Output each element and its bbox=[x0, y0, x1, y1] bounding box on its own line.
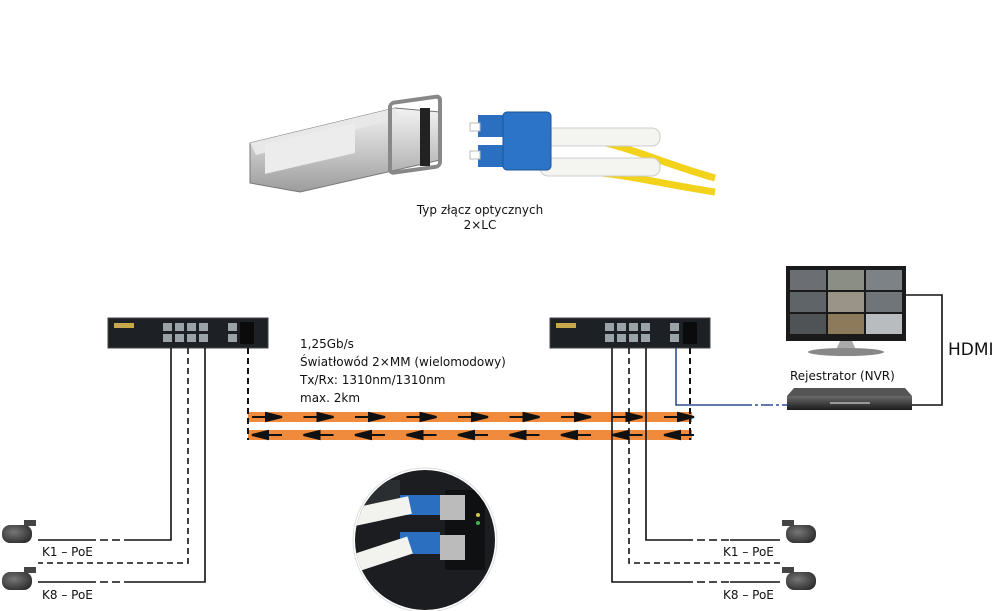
link-distance: max. 2km bbox=[300, 391, 361, 405]
right-poe-switch bbox=[549, 317, 711, 349]
arrow-right-icon bbox=[612, 411, 643, 423]
left-camera-k1-label: K1 – PoE bbox=[42, 545, 93, 559]
right-camera-k1-label: K1 – PoE bbox=[723, 545, 774, 559]
camera-feed-tile bbox=[866, 270, 902, 290]
rx-arrows bbox=[251, 429, 694, 441]
sfp-port-closeup-image bbox=[352, 467, 498, 611]
camera-feed-tile bbox=[866, 292, 902, 312]
link-wavelength: Tx/Rx: 1310nm/1310nm bbox=[300, 373, 446, 387]
link-specs: 1,25Gb/s Światłowód 2×MM (wielomodowy) T… bbox=[300, 335, 506, 407]
arrow-left-icon bbox=[354, 429, 385, 441]
arrow-left-icon bbox=[612, 429, 643, 441]
arrow-right-icon bbox=[561, 411, 592, 423]
arrow-left-icon bbox=[509, 429, 540, 441]
connector-caption-line1: Typ złącz optycznych bbox=[416, 203, 544, 217]
arrow-right-icon bbox=[303, 411, 334, 423]
nvr-image bbox=[787, 388, 912, 410]
camera-feed-tile bbox=[790, 314, 826, 334]
camera-feed-tile bbox=[828, 270, 864, 290]
arrow-right-icon bbox=[458, 411, 489, 423]
arrow-left-icon bbox=[560, 429, 591, 441]
arrow-left-icon bbox=[303, 429, 334, 441]
arrow-right-icon bbox=[406, 411, 437, 423]
arrow-right-icon bbox=[664, 411, 695, 423]
link-speed: 1,25Gb/s bbox=[300, 337, 354, 351]
arrow-right-icon bbox=[252, 411, 283, 423]
cable-dashed-right bbox=[628, 348, 780, 564]
fiber-link bbox=[247, 348, 695, 441]
nvr-label: Rejestrator (NVR) bbox=[790, 369, 895, 383]
uplink-to-nvr bbox=[675, 348, 790, 406]
link-fiber-type: Światłowód 2×MM (wielomodowy) bbox=[300, 355, 506, 369]
camera-feed-tile bbox=[790, 292, 826, 312]
connector-caption-line2: 2×LC bbox=[463, 218, 497, 232]
arrow-left-icon bbox=[406, 429, 437, 441]
arrow-left-icon bbox=[251, 429, 282, 441]
monitor-image bbox=[786, 266, 906, 356]
camera-icon bbox=[2, 520, 36, 543]
arrow-right-icon bbox=[355, 411, 386, 423]
tx-arrows bbox=[252, 411, 695, 423]
hdmi-label: HDMI bbox=[948, 340, 994, 360]
arrow-right-icon bbox=[509, 411, 540, 423]
left-camera-cables bbox=[38, 348, 206, 583]
arrow-left-icon bbox=[663, 429, 694, 441]
connector-caption: Typ złącz optycznych 2×LC bbox=[380, 203, 580, 233]
camera-feed-tile bbox=[790, 270, 826, 290]
camera-icon bbox=[782, 520, 816, 543]
cable-dashed-left bbox=[38, 348, 189, 564]
left-poe-switch bbox=[107, 317, 269, 349]
camera-feed-tile bbox=[828, 292, 864, 312]
right-camera-k8-label: K8 – PoE bbox=[723, 588, 774, 602]
camera-feed-tile bbox=[828, 314, 864, 334]
cable-k1-left bbox=[38, 348, 172, 541]
camera-icon bbox=[2, 567, 36, 590]
cable-k1-right bbox=[645, 348, 780, 541]
camera-icon bbox=[782, 567, 816, 590]
right-camera-cables bbox=[611, 348, 780, 583]
arrow-left-icon bbox=[457, 429, 488, 441]
sfp-module-image bbox=[249, 94, 442, 193]
left-camera-k8-label: K8 – PoE bbox=[42, 588, 93, 602]
hdmi-cable bbox=[906, 294, 943, 406]
lc-fiber-connector-image bbox=[469, 111, 716, 196]
camera-feed-tile bbox=[866, 314, 902, 334]
